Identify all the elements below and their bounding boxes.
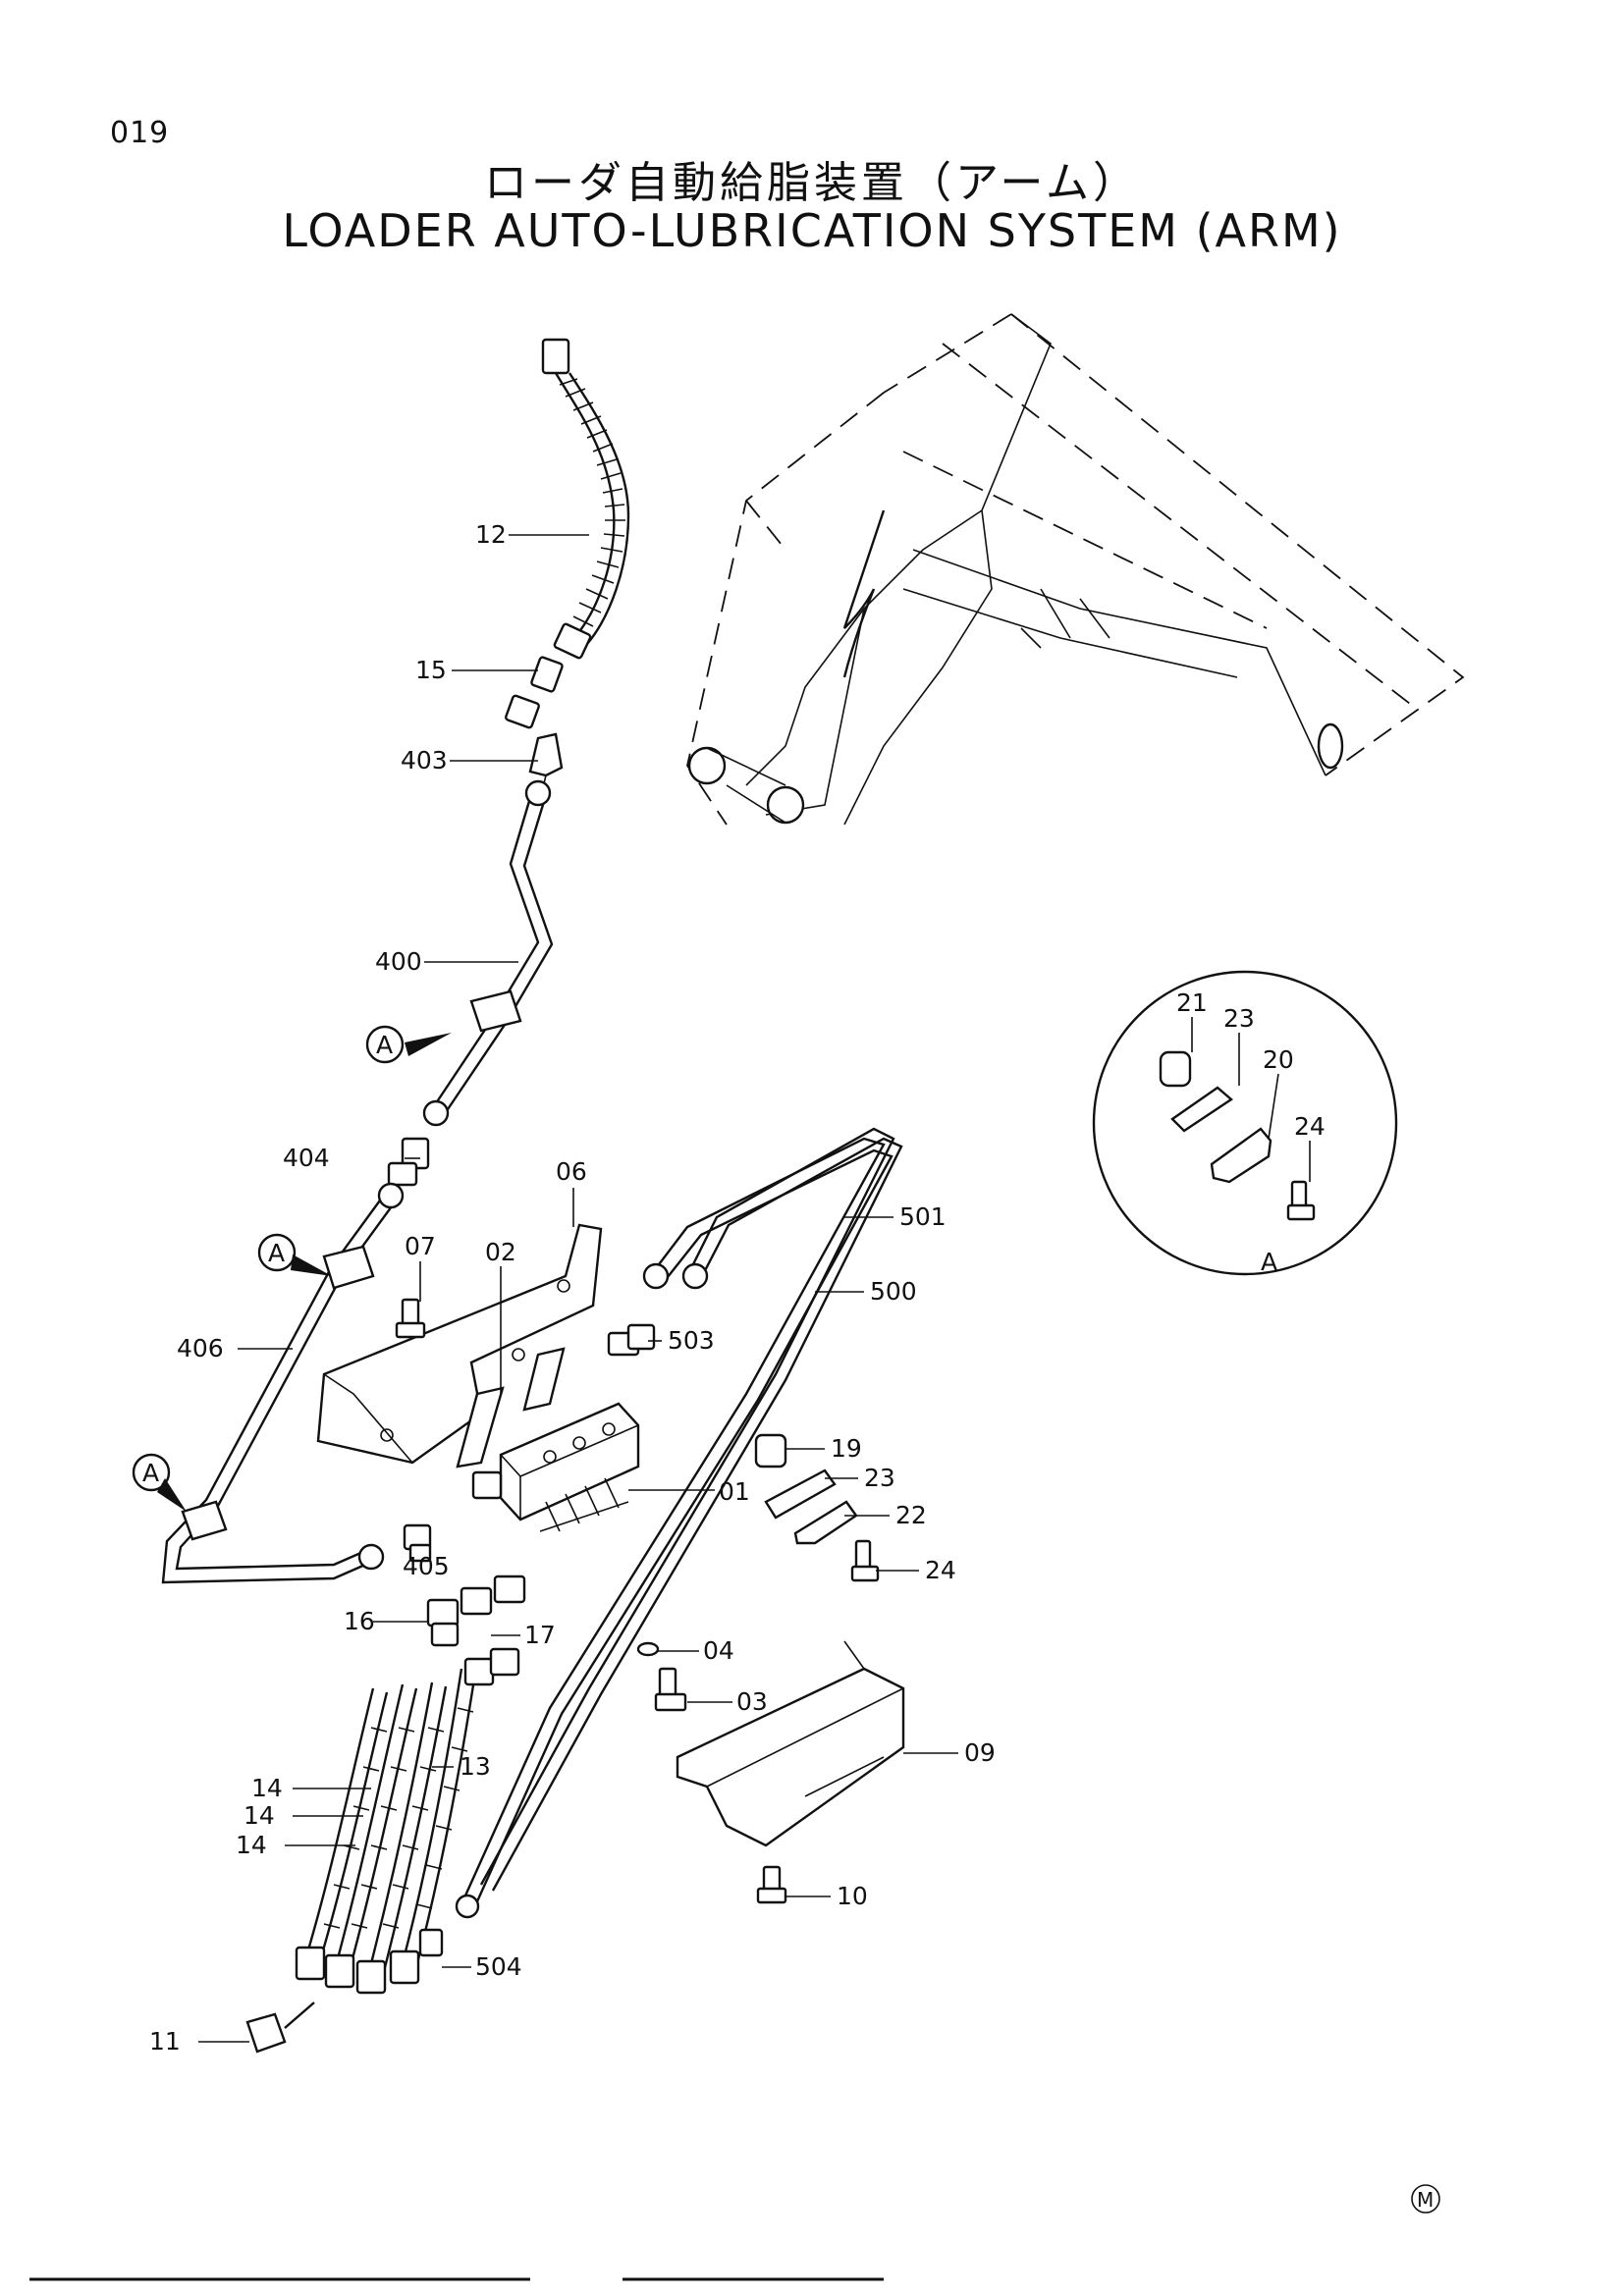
part-504-fitting xyxy=(418,1928,444,1957)
label-406: 406 xyxy=(177,1334,224,1362)
part-07-bolt xyxy=(395,1298,426,1339)
label-14: 14 xyxy=(236,1831,267,1859)
label-04: 04 xyxy=(703,1636,734,1665)
label-16: 16 xyxy=(344,1607,375,1635)
title-english: LOADER AUTO-LUBRICATION SYSTEM (ARM) xyxy=(282,204,1342,257)
title-japanese: ローダ自動給脂装置（アーム） xyxy=(483,158,1141,208)
label-503: 503 xyxy=(668,1326,715,1355)
label-12: 12 xyxy=(475,520,507,549)
label-23-detail: 23 xyxy=(1223,1004,1255,1033)
part-01-distributor xyxy=(471,1402,640,1532)
part-15-fitting xyxy=(505,656,564,729)
view-a-circles xyxy=(132,1025,405,1492)
part-405-fitting xyxy=(403,1523,432,1563)
label-23: 23 xyxy=(864,1464,895,1492)
label-501: 501 xyxy=(899,1202,947,1231)
detail-view-a-label: A xyxy=(1261,1248,1277,1276)
part-13-14-hoses xyxy=(295,1668,477,1995)
part-404-fitting xyxy=(387,1137,430,1187)
label-14: 14 xyxy=(251,1774,283,1802)
label-02: 02 xyxy=(485,1238,516,1266)
part-500-501-pipes xyxy=(455,1127,903,1919)
label-21: 21 xyxy=(1176,988,1208,1017)
label-20: 20 xyxy=(1263,1045,1294,1074)
part-503-fitting xyxy=(607,1323,656,1357)
label-22: 22 xyxy=(895,1501,927,1529)
part-04-washer xyxy=(636,1641,660,1657)
detail-view-a xyxy=(1092,970,1398,1276)
label-13: 13 xyxy=(460,1752,491,1781)
label-09: 09 xyxy=(964,1738,996,1767)
label-19: 19 xyxy=(831,1434,862,1463)
label-17: 17 xyxy=(524,1621,556,1649)
label-404: 404 xyxy=(283,1144,330,1172)
mark-letter: M xyxy=(1417,2188,1434,2212)
part-06-bracket xyxy=(316,1223,603,1465)
part-clamp-set xyxy=(754,1433,880,1582)
part-12-hose xyxy=(541,338,630,660)
label-400: 400 xyxy=(375,947,422,976)
part-16-17-fittings xyxy=(426,1575,526,1686)
part-400-pipe xyxy=(422,779,554,1127)
view-a-arrows xyxy=(157,1033,452,1512)
label-03: 03 xyxy=(736,1687,768,1716)
part-09-bracket xyxy=(676,1640,905,1847)
part-10-bolt xyxy=(756,1865,787,1904)
manufacturer-mark: M xyxy=(1411,2184,1440,2214)
label-24: 24 xyxy=(925,1556,956,1584)
part-02-plate xyxy=(456,1347,566,1468)
leader-lines xyxy=(198,534,1311,2043)
label-504: 504 xyxy=(475,1952,522,1981)
view-a-marker: A xyxy=(376,1031,393,1059)
page-number: 019 xyxy=(110,116,170,150)
loader-arm-outline xyxy=(686,313,1465,826)
label-01: 01 xyxy=(719,1477,750,1506)
label-15: 15 xyxy=(415,656,447,684)
part-406-pipe xyxy=(161,1182,405,1584)
label-24-detail: 24 xyxy=(1294,1112,1326,1141)
part-403-elbow xyxy=(528,732,564,792)
label-06: 06 xyxy=(556,1157,587,1186)
label-405: 405 xyxy=(403,1552,450,1580)
view-a-marker: A xyxy=(142,1459,159,1487)
label-07: 07 xyxy=(405,1232,436,1260)
label-14: 14 xyxy=(244,1801,275,1830)
part-03-bolt xyxy=(654,1667,687,1712)
label-500: 500 xyxy=(870,1277,917,1306)
label-11: 11 xyxy=(149,2027,181,2056)
label-403: 403 xyxy=(401,746,448,774)
view-a-marker: A xyxy=(268,1239,285,1267)
label-10: 10 xyxy=(837,1882,868,1910)
part-11-elbow xyxy=(245,2002,315,2054)
